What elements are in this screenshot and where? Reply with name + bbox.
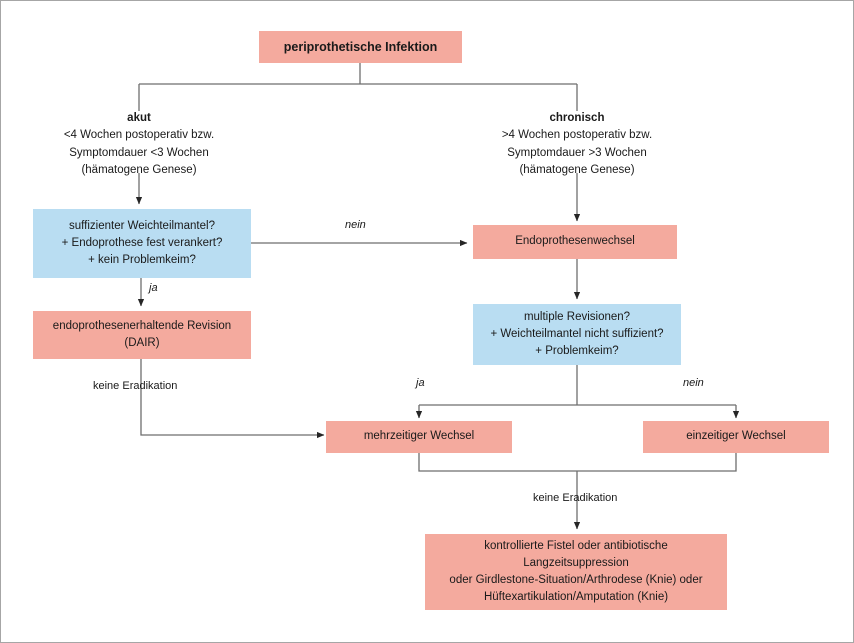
decision-left-line-2: + Endoprothese fest verankert? [61, 236, 223, 249]
node-salvage-text: kontrollierte Fistel oder antibiotische … [433, 538, 719, 606]
branch-heading-acute: akut [127, 112, 151, 124]
branch-acute-line-2: Symptomdauer <3 Wochen [69, 146, 209, 159]
node-decision-left-text: suffizienter Weichteilmantel? + Endoprot… [41, 218, 243, 269]
edge-label-no-eradication-left: keine Eradikation [93, 380, 178, 392]
node-periprosthetic-infection[interactable]: periprothetische Infektion [259, 31, 462, 63]
edge-dair-to-two-stage [140, 359, 325, 439]
branch-chronic-line-3: (hämatogene Genese) [519, 163, 635, 176]
node-decision-left[interactable]: suffizienter Weichteilmantel? + Endoprot… [33, 209, 251, 278]
decision-left-line-3: + kein Problemkeim? [88, 254, 196, 266]
edge-label-ja-left: ja [149, 282, 158, 294]
salvage-line-1: kontrollierte Fistel oder antibiotische … [484, 539, 668, 569]
node-salvage-options[interactable]: kontrollierte Fistel oder antibiotische … [425, 534, 727, 610]
branch-heading-chronic: chronisch [549, 112, 605, 124]
node-label: Endoprothesenwechsel [515, 235, 635, 248]
node-two-stage-exchange[interactable]: mehrzeitiger Wechsel [326, 421, 512, 453]
branch-acute-line-3: (hämatogene Genese) [81, 163, 197, 176]
edge-label-ja-right: ja [416, 377, 425, 389]
node-decision-right-text: multiple Revisionen? + Weichteilmantel n… [481, 309, 673, 360]
node-dair[interactable]: endoprothesenerhaltende Revision (DAIR) [33, 311, 251, 359]
branch-label-acute: akut <4 Wochen postoperativ bzw. Symptom… [39, 110, 239, 179]
decision-right-line-3: + Problemkeim? [535, 345, 619, 357]
salvage-line-2: oder Girdlestone-Situation/Arthrodese (K… [449, 574, 703, 586]
branch-chronic-line-1: >4 Wochen postoperativ bzw. [501, 129, 653, 142]
branch-acute-line-1: <4 Wochen postoperativ bzw. [63, 129, 215, 142]
node-endoprosthesis-exchange[interactable]: Endoprothesenwechsel [473, 225, 677, 259]
branch-label-chronic: chronisch >4 Wochen postoperativ bzw. Sy… [477, 110, 677, 179]
node-label: periprothetische Infektion [283, 39, 438, 54]
edge-two-stage-merge [418, 453, 577, 472]
node-label: endoprothesenerhaltende Revision (DAIR) [52, 319, 232, 349]
decision-right-line-1: multiple Revisionen? [523, 310, 631, 323]
node-decision-right[interactable]: multiple Revisionen? + Weichteilmantel n… [473, 304, 681, 365]
decision-left-line-1: suffizienter Weichteilmantel? [69, 219, 215, 232]
node-one-stage-exchange[interactable]: einzeitiger Wechsel [643, 421, 829, 453]
branch-chronic-line-2: Symptomdauer >3 Wochen [507, 146, 647, 159]
edge-one-stage-merge [577, 453, 737, 472]
edge-label-no-eradication-bottom: keine Eradikation [533, 492, 618, 504]
node-label: einzeitiger Wechsel [686, 430, 786, 443]
edge-label-nein-right: nein [683, 377, 704, 389]
edge-label-nein-top: nein [345, 219, 366, 231]
node-label: mehrzeitiger Wechsel [363, 430, 475, 443]
decision-right-line-2: + Weichteilmantel nicht suffizient? [490, 327, 664, 340]
salvage-line-3: Hüftexartikulation/Amputation (Knie) [483, 591, 669, 604]
